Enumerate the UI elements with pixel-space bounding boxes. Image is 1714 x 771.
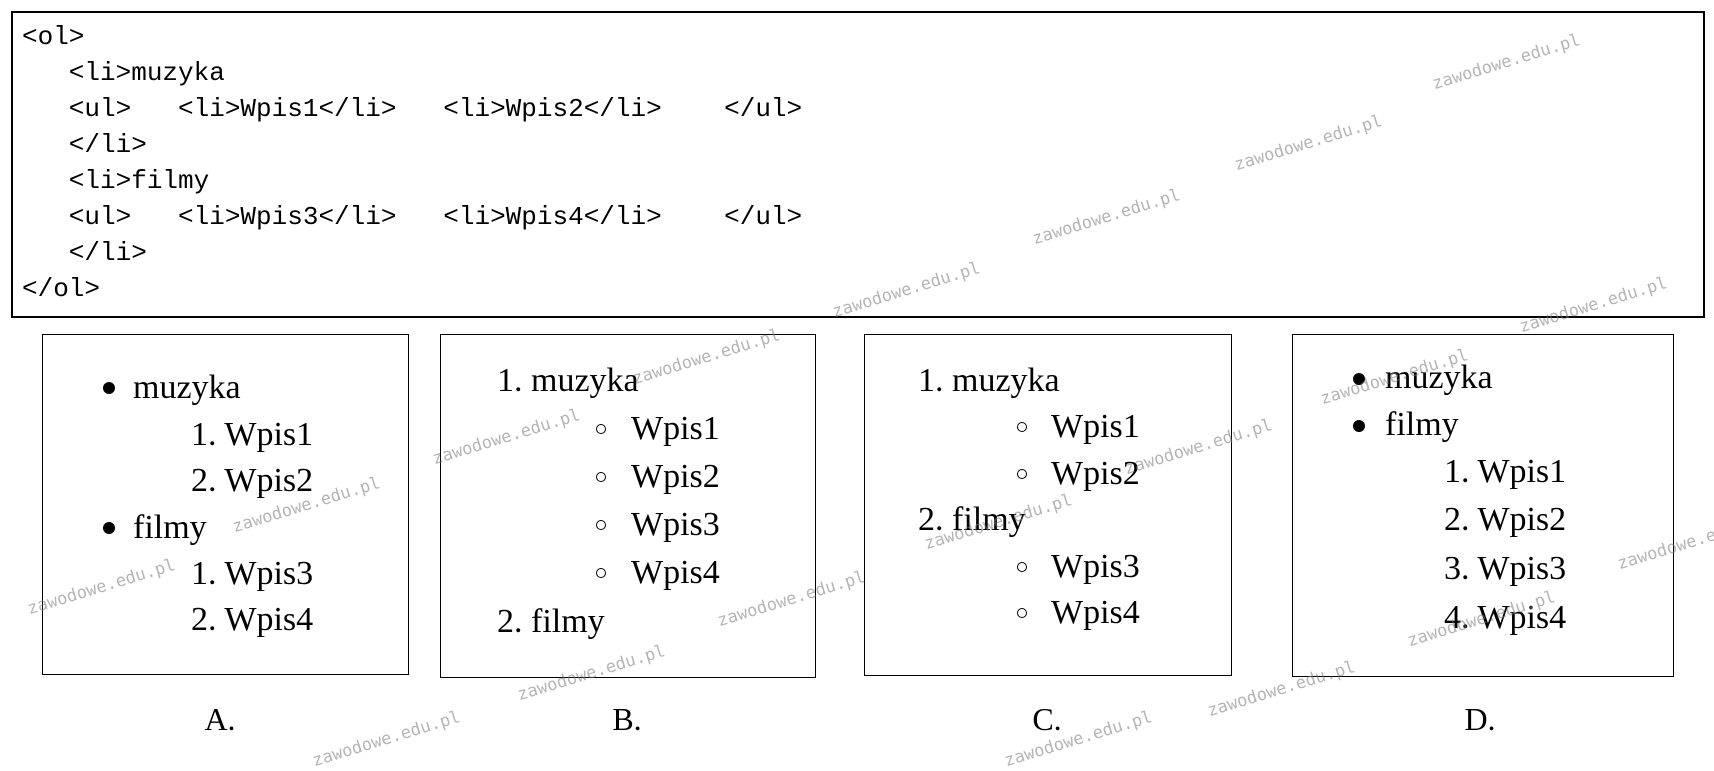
list-item: 4. Wpis4 [1444,599,1567,636]
option-b-box: 1. muzyka Wpis1 Wpis2 Wpis3 Wpis4 2. fil… [440,334,816,678]
bullet-disc-icon [1353,373,1365,385]
list-item: 1. Wpis1 [191,416,314,453]
list-item: 3. Wpis3 [1444,550,1567,587]
code-line: <li>muzyka [22,58,225,88]
bullet-circle-icon [596,472,606,482]
code-line: <ol> [22,22,85,52]
list-item: 1. muzyka [918,362,1060,399]
bullet-circle-icon [596,424,606,434]
code-line: <ul> <li>Wpis3</li> <li>Wpis4</li> </ul> [22,202,803,232]
bullet-circle-icon [1017,608,1027,618]
option-c-label[interactable]: C. [1032,701,1062,737]
option-d-box: muzyka filmy 1. Wpis1 2. Wpis2 3. Wpis3 … [1292,334,1674,677]
list-item: muzyka [133,369,241,406]
list-item: Wpis1 [1051,408,1140,445]
list-item: Wpis3 [631,506,720,543]
list-item: Wpis1 [631,410,720,447]
list-item: Wpis3 [1051,548,1140,585]
list-item: Wpis2 [1051,455,1140,492]
bullet-disc-icon [1353,420,1365,432]
list-item: 1. Wpis1 [1444,453,1567,490]
list-item: 1. Wpis3 [191,555,314,592]
list-item: 2. Wpis2 [191,462,314,499]
list-item: filmy [1385,406,1459,443]
option-a-label[interactable]: A. [204,701,236,737]
list-item: Wpis4 [631,554,720,591]
list-item: 2. filmy [918,501,1026,538]
list-item: 2. filmy [497,603,605,640]
list-item: 1. muzyka [497,362,639,399]
bullet-circle-icon [1017,469,1027,479]
bullet-disc-icon [103,522,115,534]
bullet-circle-icon [1017,562,1027,572]
code-line: </ol> [22,274,101,304]
option-c-box: 1. muzyka Wpis1 Wpis2 2. filmy Wpis3 Wpi… [864,334,1232,676]
list-item: Wpis4 [1051,594,1140,631]
watermark: zawodowe.edu.pl [310,707,463,771]
bullet-circle-icon [596,568,606,578]
list-item: Wpis2 [631,458,720,495]
code-line: <li>filmy [22,166,210,196]
option-a-box: muzyka 1. Wpis1 2. Wpis2 filmy 1. Wpis3 … [42,334,409,675]
code-line: </li> [22,238,147,268]
code-line: </li> [22,130,147,160]
list-item: filmy [133,509,207,546]
list-item: muzyka [1385,359,1493,396]
option-b-label[interactable]: B. [612,701,642,737]
bullet-circle-icon [596,520,606,530]
option-d-label[interactable]: D. [1464,701,1496,737]
code-listing: <ol> <li>muzyka <ul> <li>Wpis1</li> <li>… [11,11,1705,318]
code-line: <ul> <li>Wpis1</li> <li>Wpis2</li> </ul> [22,94,803,124]
bullet-disc-icon [103,382,115,394]
list-item: 2. Wpis4 [191,601,314,638]
bullet-circle-icon [1017,422,1027,432]
list-item: 2. Wpis2 [1444,501,1567,538]
